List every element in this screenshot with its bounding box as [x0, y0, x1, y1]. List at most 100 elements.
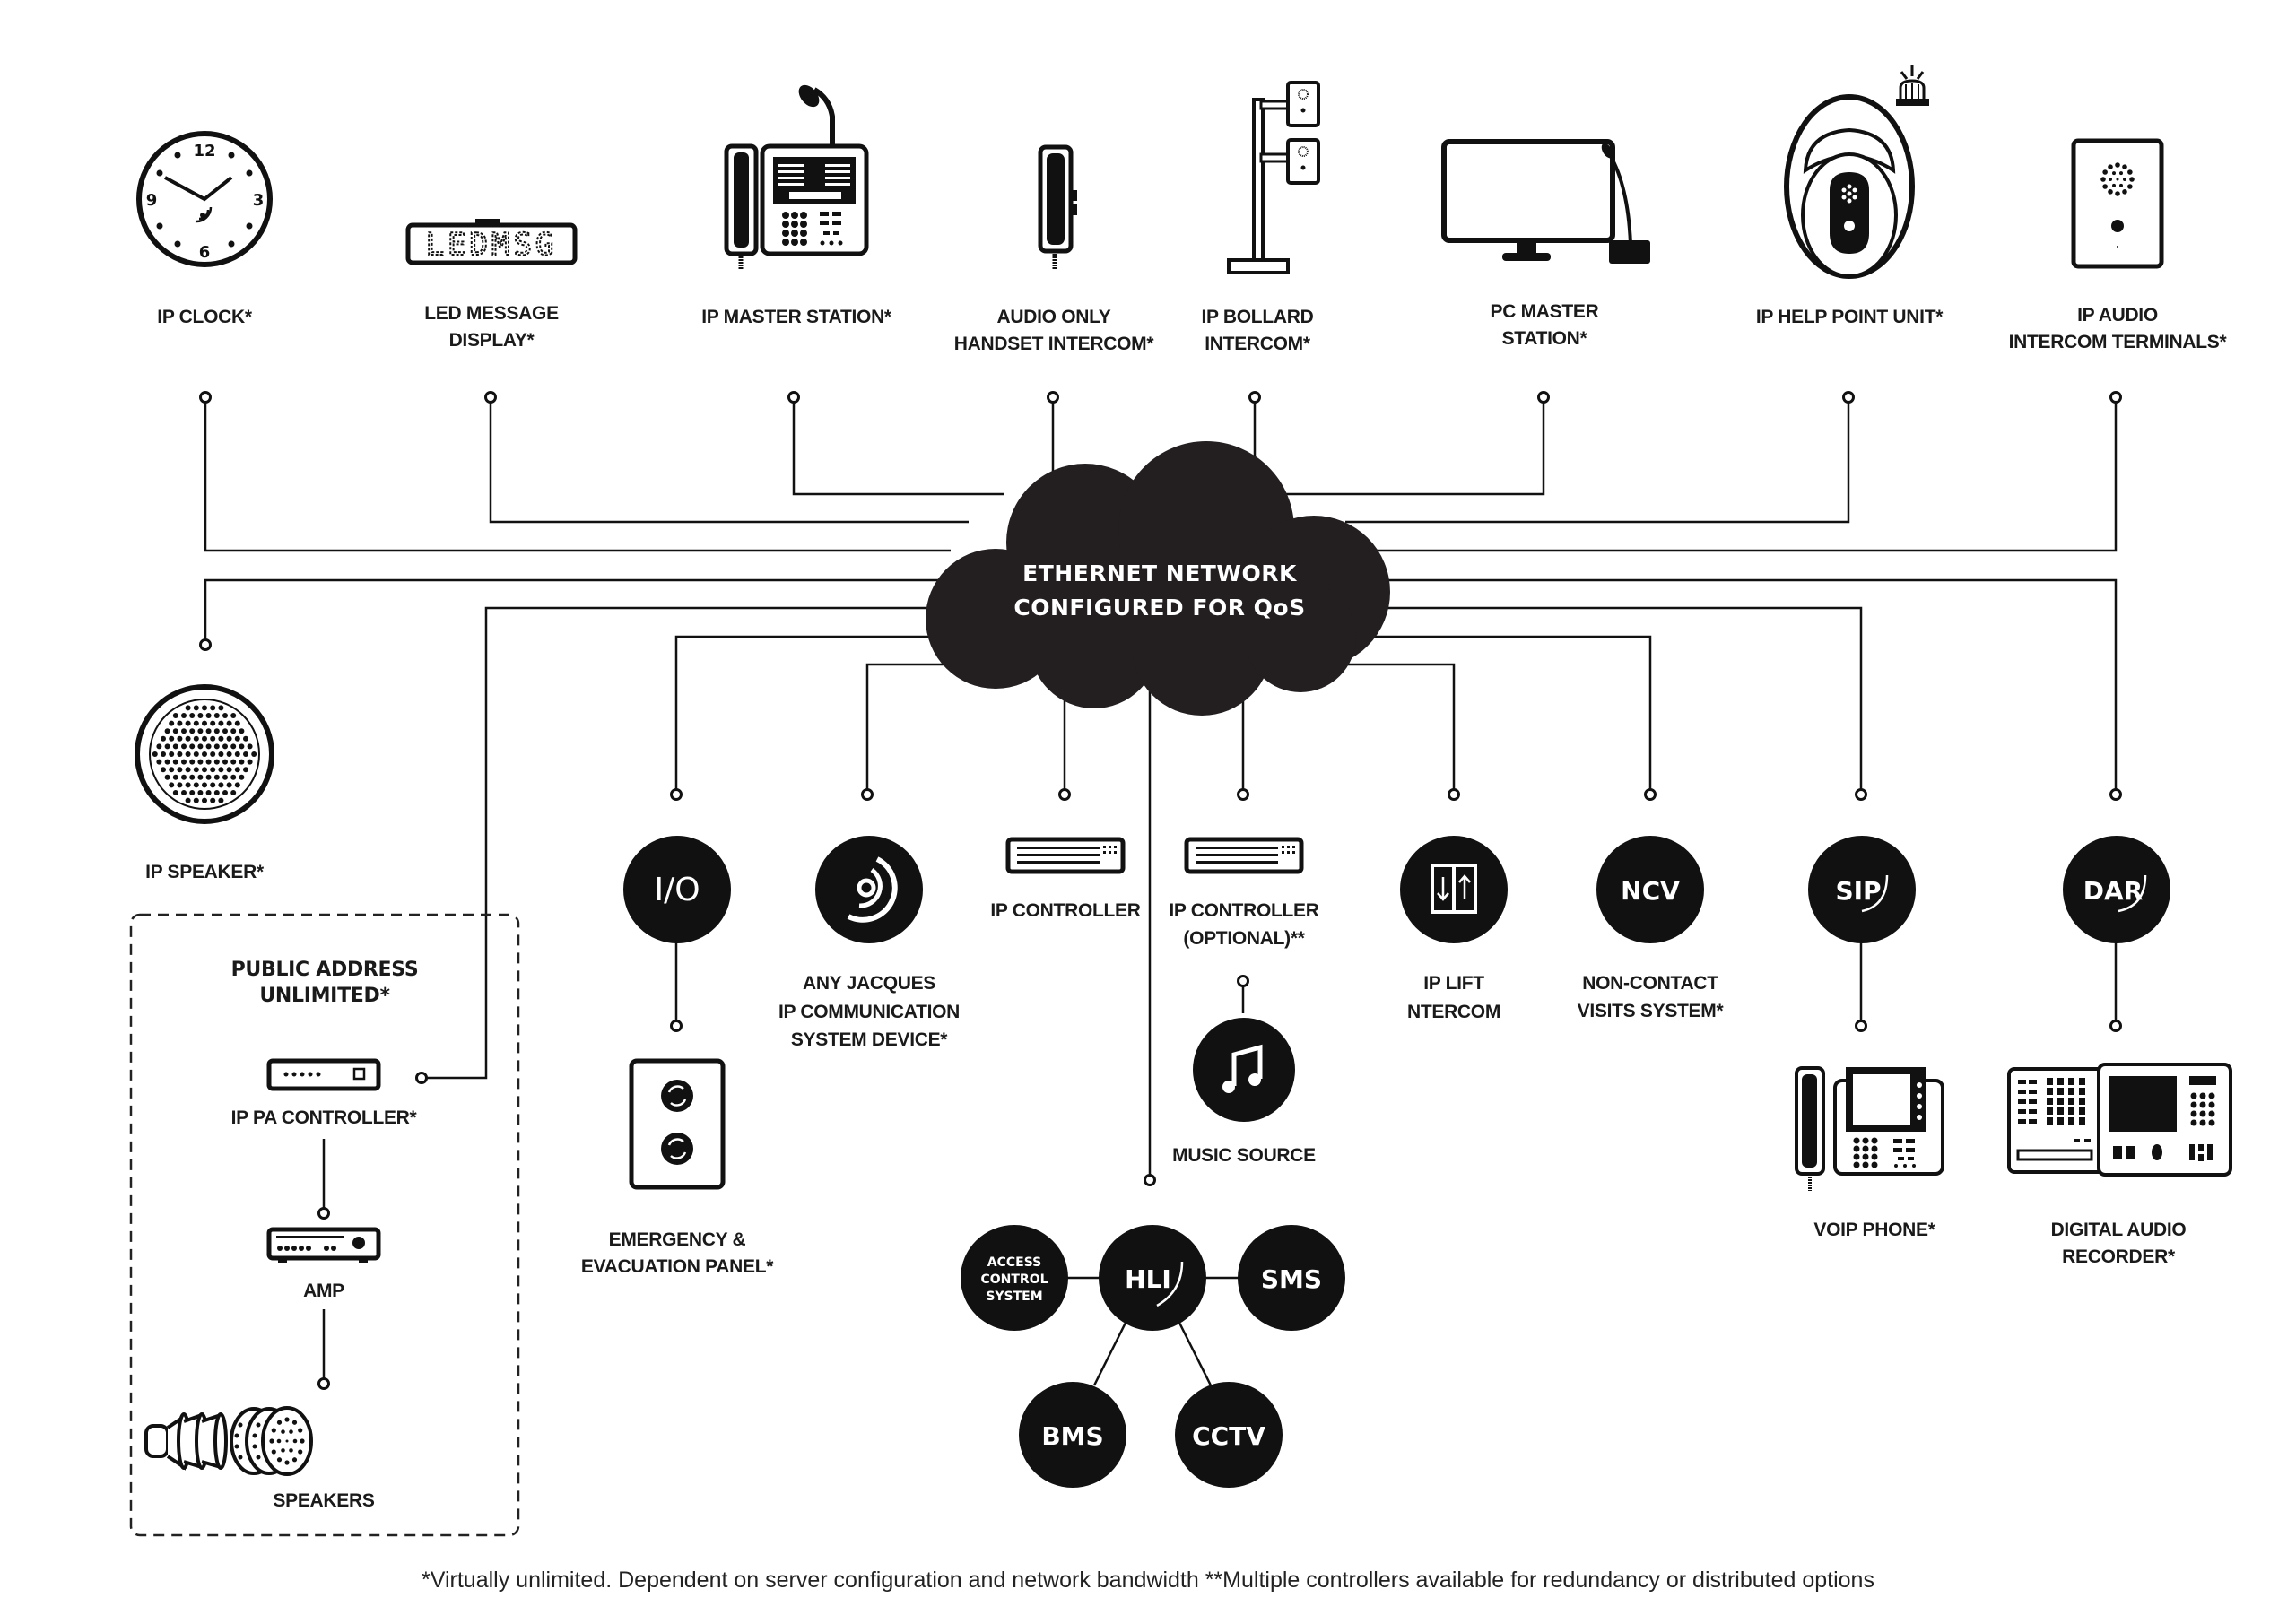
- pc-master-label-2: STATION*: [1502, 328, 1588, 349]
- emergency-panel-icon: [629, 1058, 726, 1190]
- ip-help-point-unit-device[interactable]: IP HELP POINT UNIT*: [1756, 65, 1944, 327]
- lift-label-2: NTERCOM: [1407, 1002, 1500, 1022]
- voip-phone-device[interactable]: VOIP PHONE*: [1795, 1066, 1944, 1240]
- access-control-line-2: CONTROL: [980, 1272, 1048, 1287]
- music-source-device[interactable]: MUSIC SOURCE: [1172, 1018, 1316, 1166]
- recorder-key: [2079, 1098, 2085, 1105]
- io-device[interactable]: I/O: [623, 836, 731, 943]
- ip-clock-device[interactable]: 12 3 6 9 IP CLOCK*: [136, 131, 273, 327]
- emergency-evacuation-panel[interactable]: EMERGENCY & EVACUATION PANEL*: [581, 1058, 775, 1277]
- grille-dot: [189, 728, 196, 734]
- wire-pa-controller: [422, 606, 951, 1080]
- grille-dot: [2115, 162, 2120, 168]
- recorder-key: [2068, 1078, 2074, 1085]
- audio-terminals-label-1: IP AUDIO: [2077, 305, 2158, 326]
- grille-dot: [210, 705, 216, 711]
- ip-bollard-intercom-device[interactable]: IP BOLLARD INTERCOM*: [1202, 81, 1320, 354]
- public-address-group[interactable]: PUBLIC ADDRESS UNLIMITED* IP PA CONTROLL…: [129, 913, 520, 1537]
- ip-lift-intercom-device[interactable]: IP LIFT NTERCOM: [1400, 836, 1508, 1022]
- grille-dot: [230, 743, 237, 750]
- music-source-label: MUSIC SOURCE: [1172, 1145, 1316, 1166]
- network-wires: [204, 397, 2118, 1381]
- ip-pa-controller[interactable]: IP PA CONTROLLER*: [231, 1058, 418, 1128]
- io-icon: [623, 836, 731, 943]
- ethernet-cloud[interactable]: ETHERNET NETWORK CONFIGURED FOR QoS: [926, 441, 1390, 716]
- grille-dot: [218, 705, 224, 711]
- sip-device[interactable]: SIP: [1808, 836, 1916, 943]
- speaker-dot: [300, 1438, 305, 1444]
- help-point-icon: [1784, 94, 1915, 279]
- grille-dot: [243, 767, 248, 773]
- sms-node[interactable]: SMS: [1238, 1225, 1345, 1331]
- speaker-dot: [252, 1444, 257, 1449]
- speaker-dot: [289, 1429, 293, 1434]
- pa-speakers[interactable]: SPEAKERS: [144, 1406, 375, 1511]
- wire-led-display: [489, 397, 969, 524]
- recorder-label-1: DIGITAL AUDIO: [2051, 1220, 2187, 1240]
- jacques-device[interactable]: ANY JACQUES IP COMMUNICATION SYSTEM DEVI…: [778, 836, 960, 1050]
- audio-only-handset-intercom-device[interactable]: AUDIO ONLY HANDSET INTERCOM*: [954, 144, 1155, 354]
- grille-dot: [152, 751, 158, 757]
- grille-dot: [202, 751, 207, 757]
- bollard-icon: [1227, 81, 1320, 274]
- led-message-display-device[interactable]: LEDMSG LED MESSAGE DISPLAY*: [405, 219, 578, 351]
- bms-node[interactable]: BMS: [1019, 1382, 1126, 1488]
- hli-node[interactable]: HLI: [1099, 1225, 1206, 1331]
- grille-dot: [205, 759, 212, 765]
- sms-text: SMS: [1261, 1264, 1322, 1294]
- ncv-label-2: VISITS SYSTEM*: [1578, 1001, 1725, 1021]
- grille-dot: [181, 759, 187, 765]
- ip-master-station-device[interactable]: IP MASTER STATION*: [701, 81, 892, 327]
- ip-controller-optional-label-1: IP CONTROLLER: [1169, 900, 1318, 921]
- recorder-icon: [2007, 1063, 2232, 1177]
- grille-dot: [156, 759, 162, 765]
- emergency-label-1: EMERGENCY &: [609, 1229, 746, 1250]
- access-control-node[interactable]: ACCESS CONTROL SYSTEM: [961, 1225, 1068, 1331]
- ip-controller-optional-device[interactable]: IP CONTROLLER (OPTIONAL)**: [1169, 837, 1319, 949]
- amp[interactable]: AMP: [266, 1227, 381, 1301]
- recorder-key: [2018, 1109, 2026, 1114]
- grille-dot: [181, 728, 187, 734]
- cctv-node[interactable]: CCTV: [1175, 1382, 1283, 1488]
- connector-dot: [1047, 391, 1059, 404]
- sip-swoosh-icon: [1861, 874, 1889, 913]
- recorder-key: [2079, 1117, 2085, 1125]
- recorder-key: [2018, 1119, 2026, 1124]
- connector-dot: [317, 1207, 330, 1220]
- grille-dot: [197, 774, 204, 780]
- dar-device[interactable]: DAR: [2063, 836, 2170, 943]
- grille-dot: [2123, 178, 2126, 181]
- grille-dot: [251, 751, 257, 757]
- grille-dot: [202, 782, 207, 788]
- ip-audio-intercom-terminals-device[interactable]: IP AUDIO INTERCOM TERMINALS*: [2009, 138, 2228, 352]
- recorder-key: [2079, 1078, 2085, 1085]
- connector-dot: [1842, 391, 1855, 404]
- recorder-key: [2079, 1107, 2085, 1115]
- recorder-key: [2047, 1088, 2053, 1095]
- grille-dot: [169, 735, 175, 742]
- digital-audio-recorder-device[interactable]: DIGITAL AUDIO RECORDER*: [2007, 1063, 2232, 1267]
- speaker-dot: [289, 1448, 293, 1453]
- led-display-icon: LEDMSG: [405, 219, 578, 265]
- wire-ncv: [1345, 635, 1652, 795]
- grille-dot: [213, 713, 220, 718]
- ip-speaker-device[interactable]: IP SPEAKER*: [135, 684, 274, 882]
- speaker-dot: [271, 1449, 276, 1455]
- grille-dot: [193, 782, 199, 788]
- pc-master-station-device[interactable]: PC MASTER STATION*: [1441, 139, 1650, 349]
- grille-dot: [202, 797, 207, 803]
- grille-dot: [243, 735, 248, 742]
- wire-io: [674, 635, 951, 795]
- grille-dot: [222, 790, 228, 795]
- speaker-dot: [256, 1455, 261, 1460]
- wire-ip-clock: [204, 397, 951, 552]
- connector-dot: [861, 788, 874, 801]
- io-badge-text: I/O: [654, 872, 700, 908]
- recorder-key: [2029, 1080, 2037, 1084]
- grille-dot: [177, 735, 183, 742]
- hli-cluster[interactable]: ACCESS CONTROL SYSTEM HLI SMS BMS CCTV: [961, 1225, 1345, 1488]
- ncv-device[interactable]: NCV NON-CONTACT VISITS SYSTEM*: [1578, 836, 1725, 1021]
- speaker-dot: [291, 1420, 298, 1425]
- ip-controller-device[interactable]: IP CONTROLLER: [990, 837, 1141, 921]
